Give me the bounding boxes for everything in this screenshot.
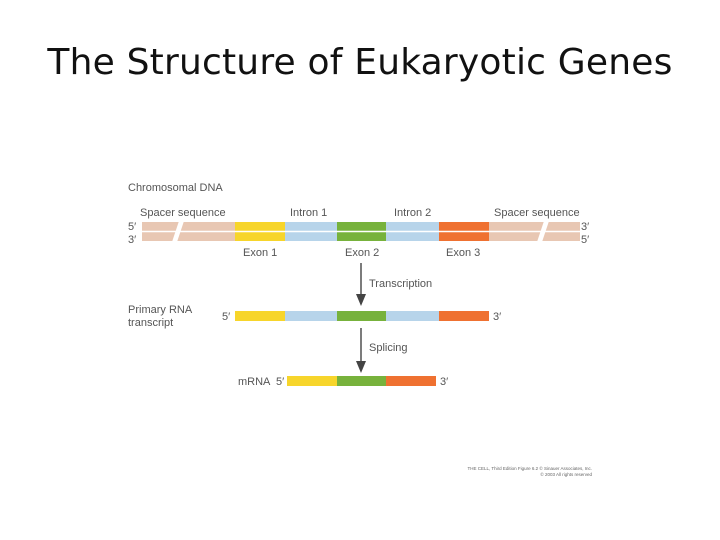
rna-intron-2 [386, 311, 439, 321]
figure-credit-line2: © 2003 All rights reserved [540, 472, 592, 477]
mrna-5prime-label: 5′ [276, 376, 284, 388]
chromosomal-dna-label: Chromosomal DNA [128, 182, 223, 194]
intron-2-label: Intron 2 [394, 207, 431, 219]
mrna-strand [287, 376, 436, 386]
spacer-sequence-left-label: Spacer sequence [140, 207, 226, 219]
transcription-label: Transcription [369, 278, 432, 290]
primary-rna-label-line1: Primary RNA [128, 304, 193, 316]
intron-1-label: Intron 1 [290, 207, 327, 219]
rna-exon-1 [235, 311, 285, 321]
dna-break-left [172, 221, 184, 242]
mrna-exon-1 [287, 376, 337, 386]
primary-rna-label-line2: transcript [128, 317, 173, 329]
mrna-label: mRNA [238, 376, 271, 388]
primary-rna-5prime-label: 5′ [222, 311, 230, 323]
page-title: The Structure of Eukaryotic Genes [47, 42, 673, 83]
rna-intron-1 [285, 311, 337, 321]
splicing-label: Splicing [369, 342, 408, 354]
dna-top-5prime-label: 5′ [128, 221, 136, 233]
rna-exon-2 [337, 311, 386, 321]
dna-break-right [537, 221, 549, 242]
exon-1-label: Exon 1 [243, 247, 277, 259]
dna-bottom-3prime-label: 3′ [128, 234, 136, 246]
primary-rna-transcript [235, 311, 489, 321]
spacer-sequence-right-label: Spacer sequence [494, 207, 580, 219]
dna-bottom-5prime-label: 5′ [581, 234, 589, 246]
primary-rna-3prime-label: 3′ [493, 311, 501, 323]
figure-credit: THE CELL, Third Edition Figure 6.2 © Sin… [428, 466, 592, 478]
splicing-arrow [356, 328, 366, 373]
chromosomal-dna [142, 221, 580, 242]
mrna-exon-3 [386, 376, 436, 386]
mrna-exon-2 [337, 376, 386, 386]
mrna-3prime-label: 3′ [440, 376, 448, 388]
figure-credit-line1: THE CELL, Third Edition Figure 6.2 © Sin… [467, 466, 592, 471]
dna-top-3prime-label: 3′ [581, 221, 589, 233]
exon-2-label: Exon 2 [345, 247, 379, 259]
exon-3-label: Exon 3 [446, 247, 480, 259]
rna-exon-3 [439, 311, 489, 321]
transcription-arrow [356, 263, 366, 306]
